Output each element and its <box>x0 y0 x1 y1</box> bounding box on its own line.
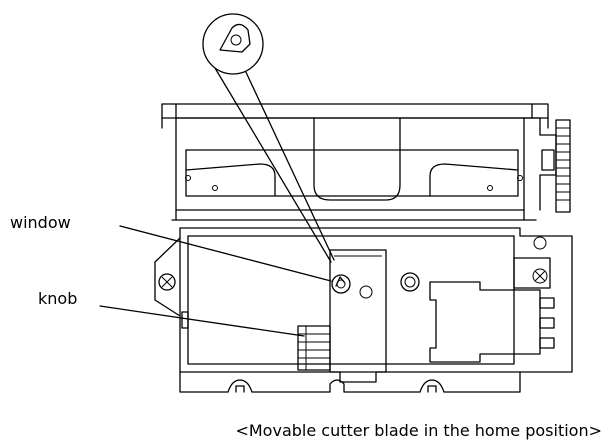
window-indicator <box>331 274 351 294</box>
upper-cutter-frame <box>161 103 549 221</box>
lower-housing <box>154 227 573 393</box>
figure-caption: <Movable cutter blade in the home positi… <box>235 421 602 440</box>
magnifier-callout <box>202 13 335 263</box>
knob-icon <box>297 325 331 371</box>
window-label: window <box>10 213 71 232</box>
knob-leader-line <box>99 305 305 337</box>
left-screw-icon <box>158 273 176 291</box>
knob-label: knob <box>38 289 77 308</box>
window-leader-line <box>119 225 332 282</box>
blade-carrier <box>329 249 420 383</box>
gear-icon <box>523 117 571 213</box>
